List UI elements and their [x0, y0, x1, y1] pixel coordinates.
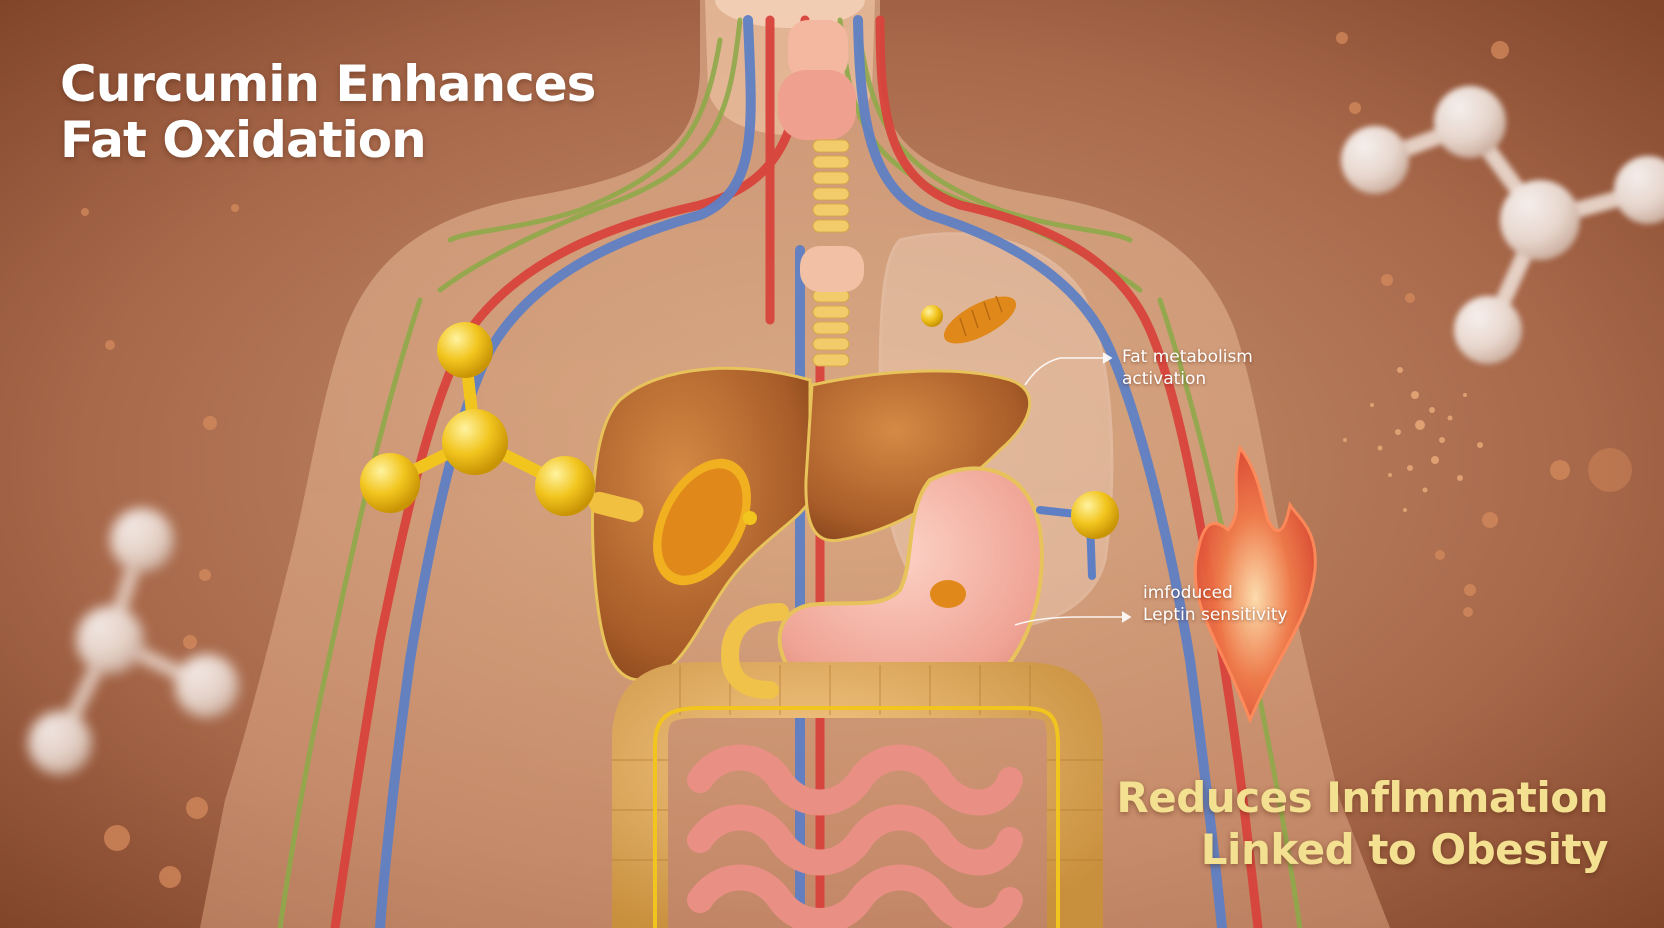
callout-leptin-sensitivity: imfoduced Leptin sensitivity — [1143, 582, 1288, 626]
curcumin-molecule — [360, 322, 595, 516]
white-molecule-right — [1341, 86, 1664, 364]
headline: Curcumin Enhances Fat Oxidation — [60, 55, 596, 169]
callout-fat-line-2: activation — [1122, 369, 1207, 389]
callout-fat-metabolism: Fat metabolism activation — [1122, 346, 1253, 390]
trachea — [778, 20, 864, 367]
particle-cloud — [1343, 367, 1483, 512]
floating-particles — [81, 32, 1632, 888]
footer-line-1: Reduces Inflmmation — [1116, 773, 1608, 822]
duodenum — [720, 603, 789, 699]
small-yellow-molecule — [1036, 491, 1119, 580]
callout-fat-line-1: Fat metabolism — [1122, 347, 1253, 367]
turmeric-in-liver — [588, 458, 757, 586]
footer-caption: Reduces Inflmmation Linked to Obesity — [1116, 772, 1608, 876]
headline-line-2: Fat Oxidation — [60, 111, 427, 169]
headline-line-1: Curcumin Enhances — [60, 55, 596, 113]
large-intestine — [612, 662, 1103, 928]
callout-lines — [1014, 352, 1132, 626]
callout-leptin-line-1: imfoduced — [1143, 583, 1233, 603]
white-molecule-left — [28, 508, 239, 775]
inflammation-flame-icon — [1193, 444, 1317, 725]
callout-leptin-line-2: Leptin sensitivity — [1143, 605, 1288, 625]
liver-left-lobe — [804, 369, 1032, 543]
small-intestine — [687, 744, 1023, 928]
footer-line-2: Linked to Obesity — [1200, 825, 1609, 874]
intestines — [612, 662, 1103, 928]
turmeric-pieces — [921, 295, 1017, 344]
